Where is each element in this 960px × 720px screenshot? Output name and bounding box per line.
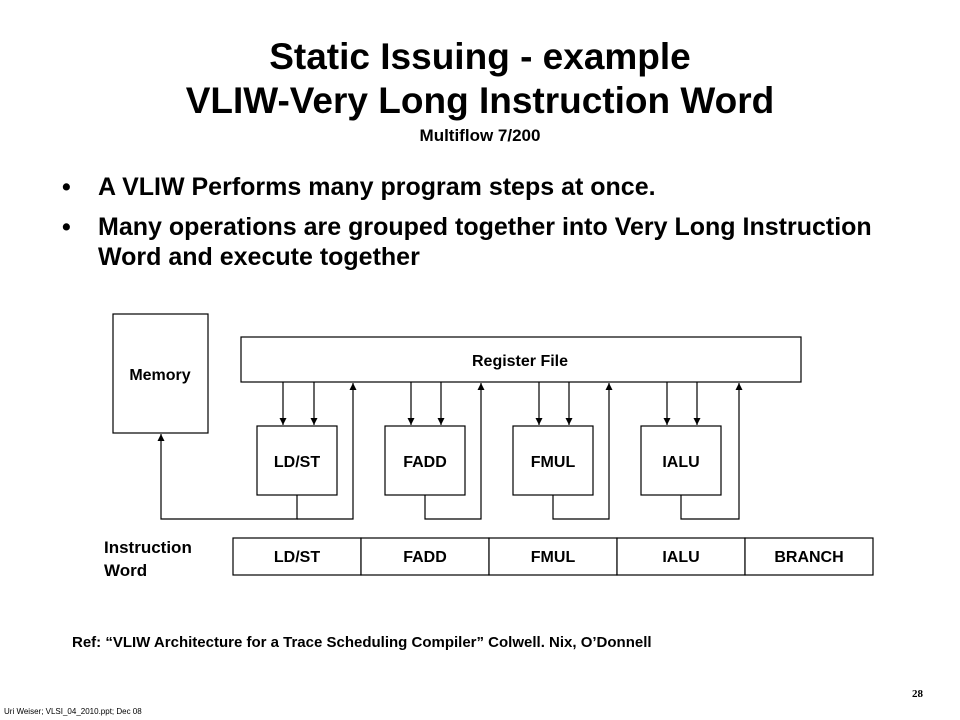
register-file-box [240, 336, 802, 383]
bullet-text: A VLIW Performs many program steps at on… [98, 173, 656, 201]
fadd-to-register-path [424, 383, 485, 520]
fmul-to-register-path [552, 383, 613, 520]
unit-ialu-box [640, 425, 722, 496]
instruction-word-label-line1: Instruction [104, 538, 192, 557]
instruction-word-label-line2: Word [104, 561, 148, 580]
bullet-text: Many operations are grouped together int… [98, 213, 872, 271]
instruction-field-ldst: LD/ST [274, 549, 320, 566]
instruction-field-branch: BRANCH [774, 549, 843, 566]
reference-text: Ref: “VLIW Architecture for a Trace Sche… [72, 634, 652, 651]
slide-title-line2: VLIW-Very Long Instruction Word [185, 80, 775, 121]
instruction-field-ialu: IALU [662, 549, 699, 566]
bullet-item: • A VLIW Performs many program steps at … [62, 172, 882, 202]
memory-box [112, 313, 209, 434]
instruction-field-fmul: FMUL [531, 549, 576, 566]
footer-text: Uri Weiser; VLSI_04_2010.ppt; Dec 08 [4, 707, 142, 716]
ldst-to-register-path [297, 383, 357, 520]
unit-ialu-label: IALU [662, 454, 699, 471]
instruction-field-box [488, 537, 618, 576]
ialu-to-register-path [680, 383, 743, 520]
instruction-field-box [616, 537, 746, 576]
bullet-marker: • [62, 173, 71, 201]
slide-subtitle: Multiflow 7/200 [419, 126, 541, 145]
slide-title-line1: Static Issuing - example [269, 36, 691, 77]
unit-ldst-label: LD/ST [274, 454, 320, 471]
instruction-field-fadd: FADD [403, 549, 447, 566]
unit-fmul-label: FMUL [531, 454, 576, 471]
instruction-field-box [744, 537, 874, 576]
bullet-marker: • [62, 213, 71, 241]
ldst-to-memory-path [157, 434, 298, 520]
instruction-word-label: Instruction Word [104, 536, 192, 582]
bullet-list: • A VLIW Performs many program steps at … [62, 172, 882, 282]
instruction-word: LD/ST FADD FMUL IALU BRANCH [232, 537, 874, 576]
instruction-field-box [232, 537, 362, 576]
writeback-paths [157, 383, 743, 520]
memory-label: Memory [129, 367, 190, 384]
bullet-item: • Many operations are grouped together i… [62, 212, 882, 272]
unit-fadd-label: FADD [403, 454, 447, 471]
register-read-arrows [279, 382, 701, 425]
register-file-label: Register File [472, 353, 568, 370]
unit-fadd-box [384, 425, 466, 496]
page-number: 28 [912, 688, 923, 700]
